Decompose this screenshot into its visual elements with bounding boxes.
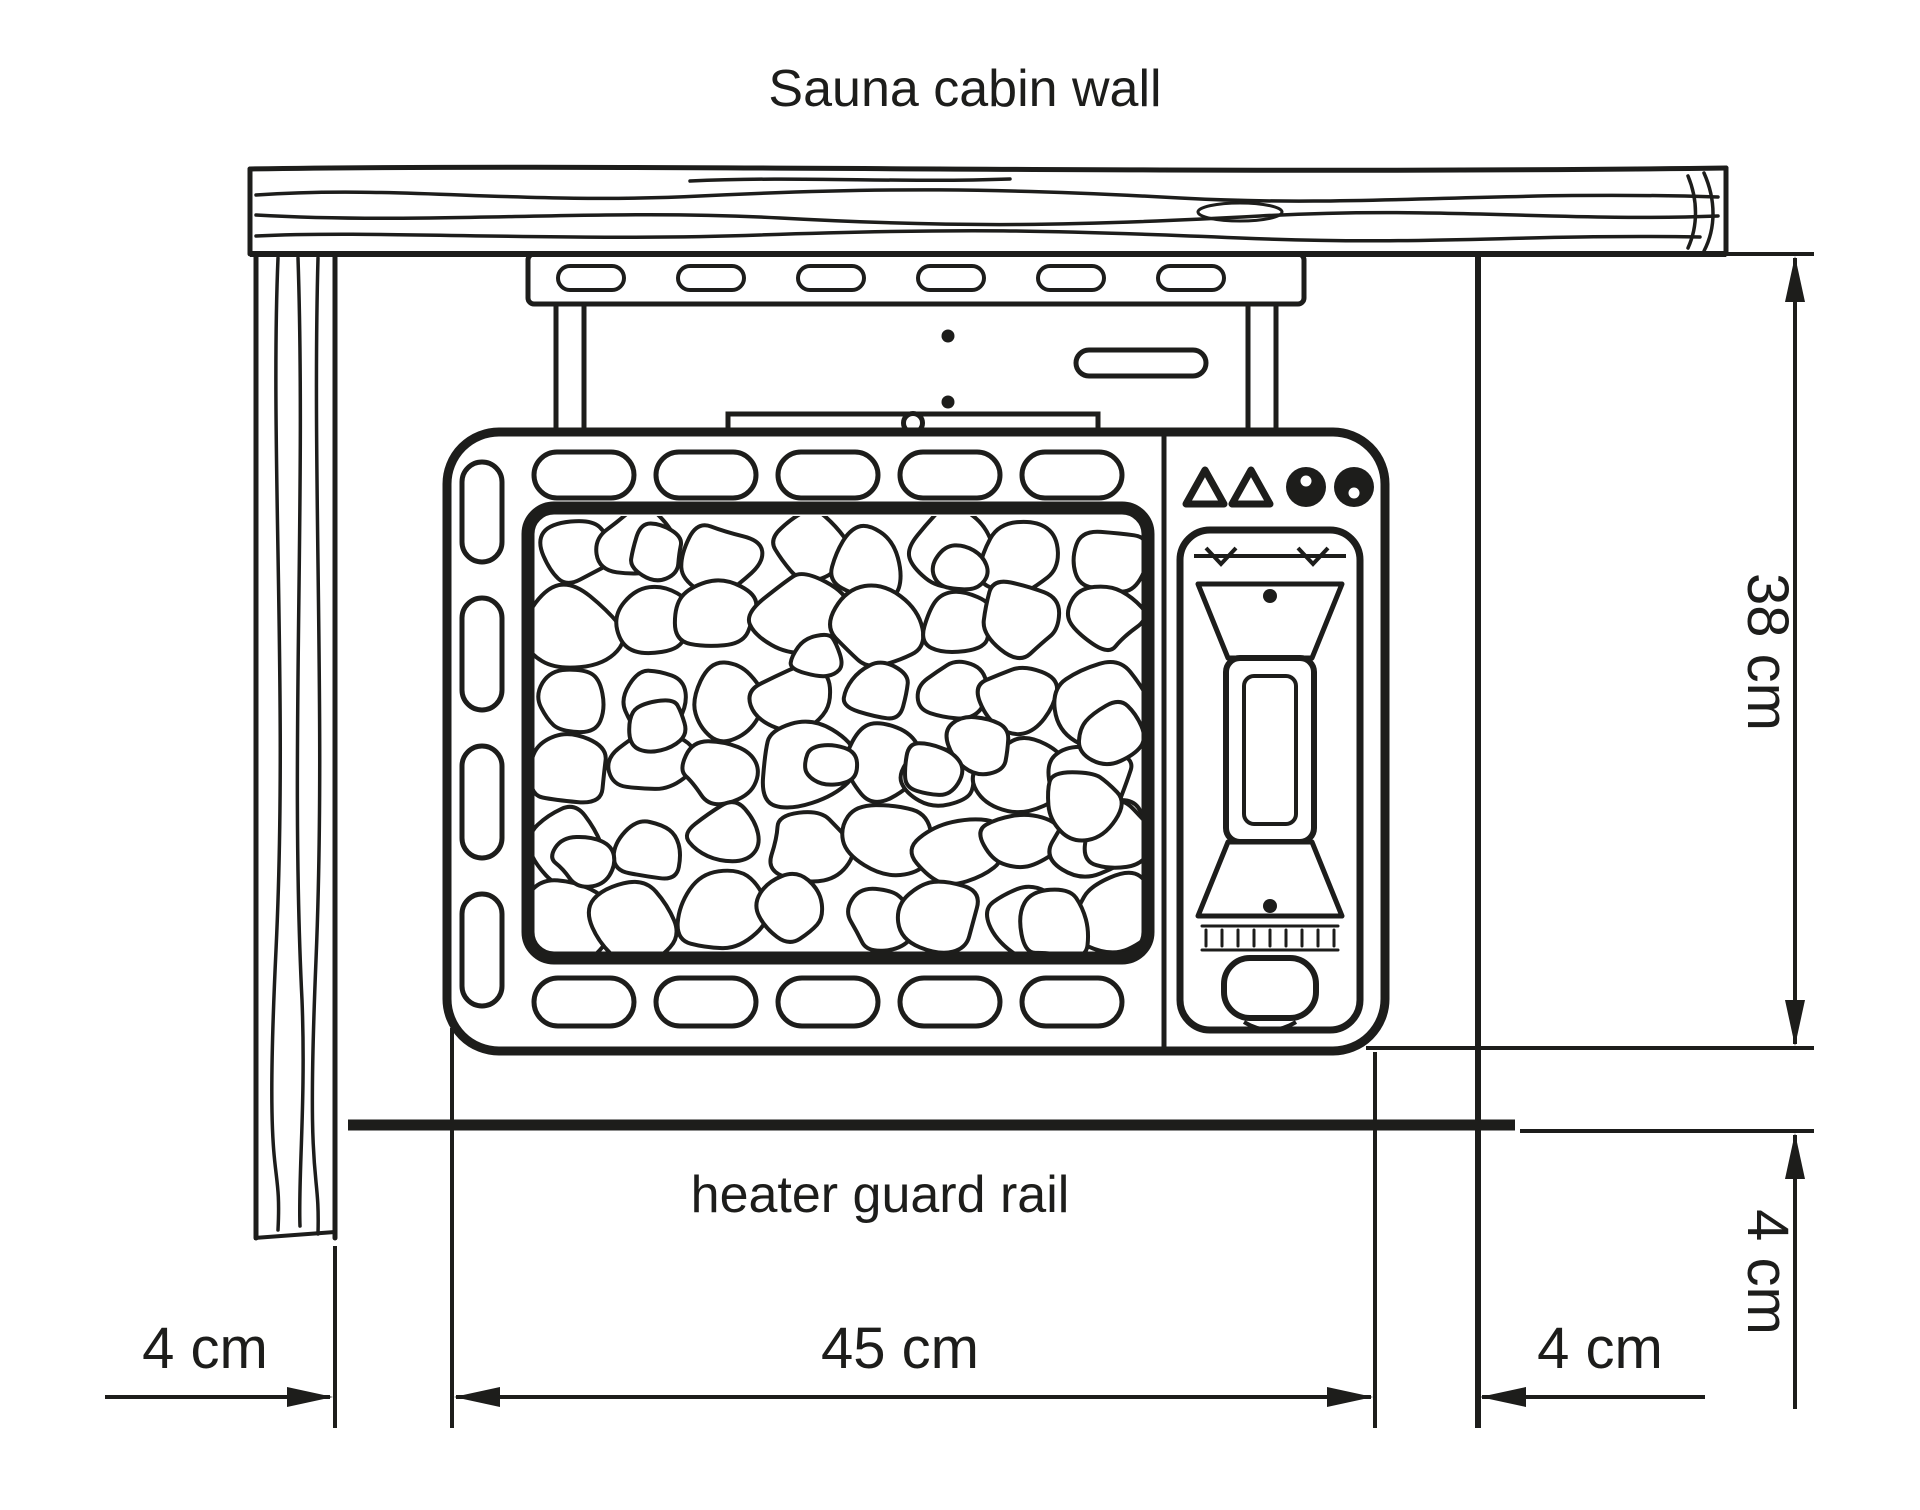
stone	[538, 519, 615, 585]
stone	[1065, 584, 1142, 653]
bracket-screw-top	[941, 329, 955, 343]
control-bottom-curve	[1242, 1020, 1298, 1032]
stone	[550, 834, 617, 889]
left-plank-bottom-end	[253, 1230, 336, 1240]
stone-pile	[534, 516, 1142, 952]
control-screw	[1263, 899, 1277, 913]
control-lower-taper	[1195, 839, 1345, 919]
stone	[680, 739, 760, 807]
arrow-right-icon	[287, 1387, 333, 1407]
stone	[921, 589, 994, 654]
stone	[536, 667, 606, 735]
stone	[675, 868, 770, 951]
control-unit	[1176, 526, 1364, 1034]
control-screw	[1263, 589, 1277, 603]
stone	[672, 578, 759, 648]
vent-slots-left	[459, 459, 505, 1009]
stone	[903, 741, 965, 797]
stone	[754, 871, 825, 944]
stone	[692, 660, 766, 744]
warning-triangle-icon	[1182, 466, 1228, 508]
arrow-left-icon	[454, 1387, 500, 1407]
plank-top-edge	[247, 164, 1729, 173]
stone	[930, 543, 990, 592]
control-bottom-tab	[1221, 955, 1319, 1021]
dim-45cm-label: 45 cm	[821, 1316, 979, 1381]
warning-icons	[1182, 466, 1374, 508]
stone	[684, 800, 761, 864]
dial-marker	[1348, 487, 1360, 499]
wall-top-plank	[247, 164, 1729, 257]
stone	[614, 584, 692, 656]
label-heater-guard-rail: heater guard rail	[691, 1166, 1070, 1224]
stone	[679, 523, 765, 598]
stone	[586, 879, 679, 952]
stone	[915, 659, 989, 721]
control-upper-taper	[1195, 581, 1345, 661]
bracket-slot	[1073, 347, 1209, 379]
dim-38cm: 38 cm	[1366, 252, 1814, 1050]
dim-4cm-rail-label: 4 cm	[1735, 1209, 1800, 1335]
arrow-up-icon	[1785, 1133, 1805, 1179]
stone	[627, 698, 688, 754]
label-sauna-cabin-wall: Sauna cabin wall	[768, 60, 1161, 118]
wall-left-plank	[253, 253, 338, 1241]
dial-marker	[1300, 475, 1312, 487]
arrow-down-icon	[1785, 1000, 1805, 1046]
stone	[1046, 770, 1124, 843]
stone	[534, 582, 626, 670]
notch-icon	[1204, 546, 1238, 567]
dial-icon	[1334, 467, 1374, 507]
stone	[841, 660, 910, 721]
mounting-bracket	[525, 251, 1307, 435]
wood-grain-left	[270, 256, 322, 1236]
bracket-screw-bottom	[941, 395, 955, 409]
dim-4cm-left-label: 4 cm	[142, 1316, 268, 1381]
warning-triangle-icon	[1228, 466, 1274, 508]
bracket-rail	[525, 251, 1307, 307]
heater	[442, 427, 1390, 1056]
stone	[1071, 529, 1142, 594]
dim-4cm-left: 4 cm	[105, 1246, 337, 1428]
arrow-right-icon	[1327, 1387, 1373, 1407]
dim-4cm-right: 4 cm	[1480, 1316, 1705, 1407]
stone	[803, 743, 860, 787]
stone	[1018, 887, 1091, 952]
stone-compartment-frame	[521, 501, 1155, 965]
stone	[629, 521, 684, 583]
stone	[788, 632, 844, 679]
vent-slots-top	[531, 449, 1125, 501]
dial-icon	[1286, 467, 1326, 507]
vent-slots-bottom	[531, 975, 1125, 1029]
stone	[944, 715, 1011, 777]
bracket-posts	[553, 301, 1279, 435]
stone	[1076, 699, 1142, 767]
stone	[978, 812, 1067, 870]
control-vent-band	[1200, 924, 1340, 952]
dim-38cm-label: 38 cm	[1735, 573, 1800, 731]
control-window-inner	[1242, 674, 1298, 826]
dim-4cm-rail: 4 cm	[1520, 1129, 1814, 1409]
arrow-up-icon	[1785, 256, 1805, 302]
dim-4cm-right-label: 4 cm	[1537, 1316, 1663, 1381]
stone	[534, 732, 608, 805]
stone	[895, 879, 980, 952]
stone	[981, 579, 1062, 661]
notch-icon	[1296, 546, 1330, 567]
stone	[828, 583, 926, 668]
arrow-left-icon	[1480, 1387, 1526, 1407]
bracket-rail-slots	[556, 264, 1226, 292]
stone	[768, 810, 856, 884]
dim-45cm: 45 cm	[450, 1028, 1377, 1428]
stone	[975, 665, 1060, 737]
wood-grain-top	[254, 171, 1720, 253]
